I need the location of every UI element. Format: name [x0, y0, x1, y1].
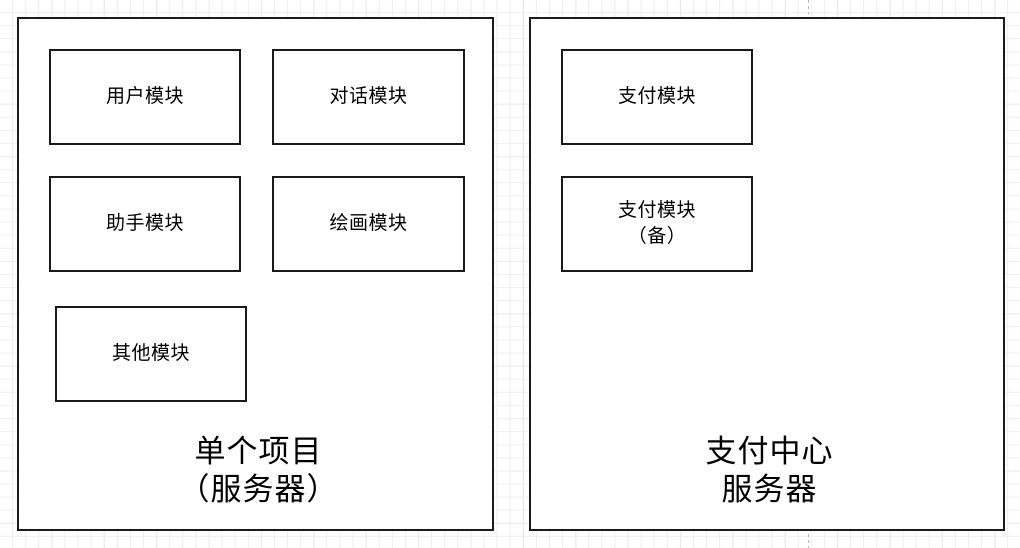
panel-label-single-project-server: 单个项目 （服务器）: [178, 434, 339, 507]
node-payment-module[interactable]: 支付模块: [561, 49, 753, 145]
node-user-module[interactable]: 用户模块: [49, 49, 241, 145]
node-dialog-module[interactable]: 对话模块: [272, 49, 465, 145]
node-payment-module-backup[interactable]: 支付模块 （备）: [561, 176, 753, 272]
panel-label-payment-center-server: 支付中心 服务器: [705, 434, 834, 507]
node-assistant-module[interactable]: 助手模块: [49, 176, 241, 272]
page-break-mark: [808, 0, 809, 14]
node-other-module[interactable]: 其他模块: [55, 306, 247, 402]
page-break-mark: [808, 534, 809, 548]
node-drawing-module[interactable]: 绘画模块: [272, 176, 465, 272]
